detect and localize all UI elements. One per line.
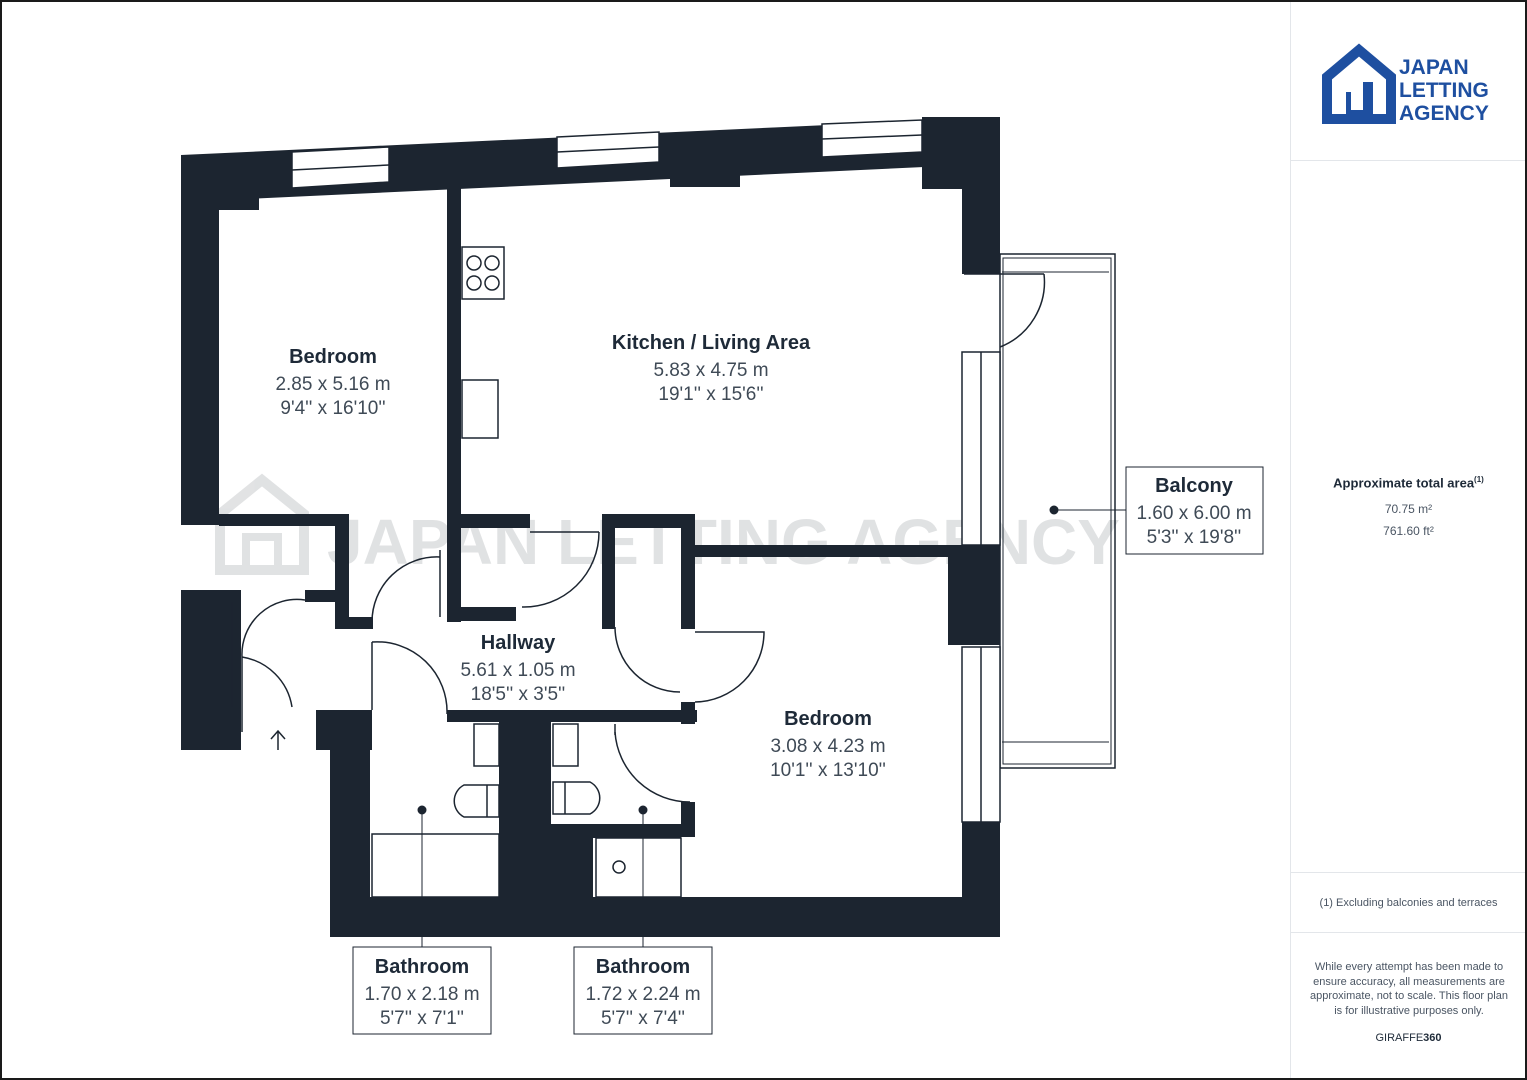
total-area-metric: 70.75 m² [1384, 502, 1433, 516]
watermark-text: JAPAN LETTING AGENCY [327, 506, 1120, 578]
logo-line-1: JAPAN [1399, 56, 1469, 79]
divider [1291, 160, 1525, 161]
room-name: Bathroom [596, 956, 690, 978]
room-name: Bedroom [784, 708, 872, 730]
room-hallway: Hallway 5.61 x 1.05 m 18'5'' x 3'5'' [460, 632, 575, 705]
room-metric: 3.08 x 4.23 m [770, 736, 885, 757]
room-metric: 1.60 x 6.00 m [1136, 503, 1251, 524]
doors [231, 273, 1046, 803]
disclaimer: While every attempt has been made to ens… [1310, 961, 1508, 1017]
hob-icon [461, 246, 505, 300]
room-name: Kitchen / Living Area [612, 332, 811, 354]
dimension-pointers [417, 505, 1127, 947]
logo-line-3: AGENCY [1399, 102, 1489, 125]
toilet-icon [552, 781, 601, 815]
divider [1291, 872, 1525, 873]
giraffe360-brand: GIRAFFE360 [1291, 1032, 1525, 1044]
room-imperial: 5'7'' x 7'1'' [380, 1008, 464, 1029]
room-name: Balcony [1155, 475, 1234, 497]
kitchen-sink-icon [461, 379, 499, 439]
total-area-footnote-mark: (1) [1474, 475, 1484, 484]
room-bedroom-1: Bedroom 2.85 x 5.16 m 9'4'' x 16'10'' [275, 346, 390, 419]
room-bathroom-2: Bathroom 1.72 x 2.24 m 5'7'' x 7'4'' [573, 946, 713, 1035]
room-bathroom-1: Bathroom 1.70 x 2.18 m 5'7'' x 7'1'' [352, 946, 492, 1035]
room-imperial: 10'1'' x 13'10'' [770, 760, 886, 781]
basin-icon [473, 723, 500, 767]
room-imperial: 5'7'' x 7'4'' [601, 1008, 685, 1029]
info-panel: JAPAN LETTING AGENCY Approximate total a… [1290, 2, 1525, 1078]
fixtures [371, 246, 682, 898]
divider [1291, 932, 1525, 933]
room-name: Bathroom [375, 956, 469, 978]
room-imperial: 9'4'' x 16'10'' [280, 398, 385, 419]
brand-prefix: GIRAFFE [1375, 1032, 1424, 1044]
total-area-label: Approximate total area(1) [1291, 475, 1525, 491]
total-area-imperial: 761.60 ft² [1383, 524, 1434, 538]
room-metric: 5.83 x 4.75 m [653, 360, 768, 381]
total-area-text: Approximate total area [1333, 475, 1475, 491]
room-imperial: 18'5'' x 3'5'' [471, 684, 566, 705]
room-bedroom-2: Bedroom 3.08 x 4.23 m 10'1'' x 13'10'' [770, 708, 886, 781]
bathtub-icon [371, 833, 500, 898]
basin-icon [552, 723, 579, 767]
entrance-arrow-icon [270, 729, 286, 750]
room-metric: 1.72 x 2.24 m [585, 984, 700, 1005]
room-metric: 1.70 x 2.18 m [364, 984, 479, 1005]
room-name: Bedroom [289, 346, 377, 368]
room-imperial: 19'1'' x 15'6'' [658, 384, 763, 405]
room-metric: 5.61 x 1.05 m [460, 660, 575, 681]
logo-line-2: LETTING [1399, 79, 1489, 102]
floor-plan: JAPAN LETTING AGENCY [2, 2, 1292, 1078]
room-metric: 2.85 x 5.16 m [275, 374, 390, 395]
agency-logo: JAPAN LETTING AGENCY [1322, 43, 1489, 125]
room-name: Hallway [481, 632, 556, 654]
footnote: (1) Excluding balconies and terraces [1319, 897, 1498, 909]
brand-suffix: 360 [1423, 1032, 1442, 1044]
house-logo-icon [1322, 43, 1396, 124]
room-balcony: Balcony 1.60 x 6.00 m 5'3'' x 19'8'' [1125, 466, 1264, 555]
room-imperial: 5'3'' x 19'8'' [1147, 527, 1242, 548]
windows [291, 119, 1001, 823]
shower-tray-icon [595, 837, 682, 898]
floor-plan-drawing: JAPAN LETTING AGENCY [181, 117, 1264, 1035]
room-kitchen-living: Kitchen / Living Area 5.83 x 4.75 m 19'1… [612, 332, 811, 405]
toilet-icon [453, 784, 500, 818]
